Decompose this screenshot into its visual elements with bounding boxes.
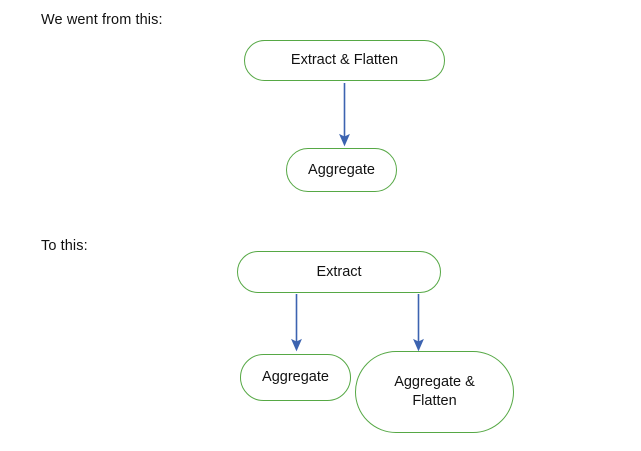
- node-aggregate-before[interactable]: Aggregate: [286, 148, 397, 192]
- section-caption-before: We went from this:: [41, 12, 163, 28]
- node-aggregate-after[interactable]: Aggregate: [240, 354, 351, 401]
- node-label: Extract: [316, 263, 362, 280]
- node-extract-and-flatten[interactable]: Extract & Flatten: [244, 40, 445, 81]
- node-aggregate-and-flatten[interactable]: Aggregate & Flatten: [355, 351, 514, 433]
- node-label: Extract & Flatten: [290, 52, 399, 68]
- node-label: Aggregate: [262, 369, 329, 385]
- node-label: Aggregate & Flatten: [394, 374, 475, 409]
- section-caption-after: To this:: [41, 238, 88, 254]
- node-extract[interactable]: Extract: [237, 251, 441, 293]
- node-label: Aggregate: [308, 161, 375, 178]
